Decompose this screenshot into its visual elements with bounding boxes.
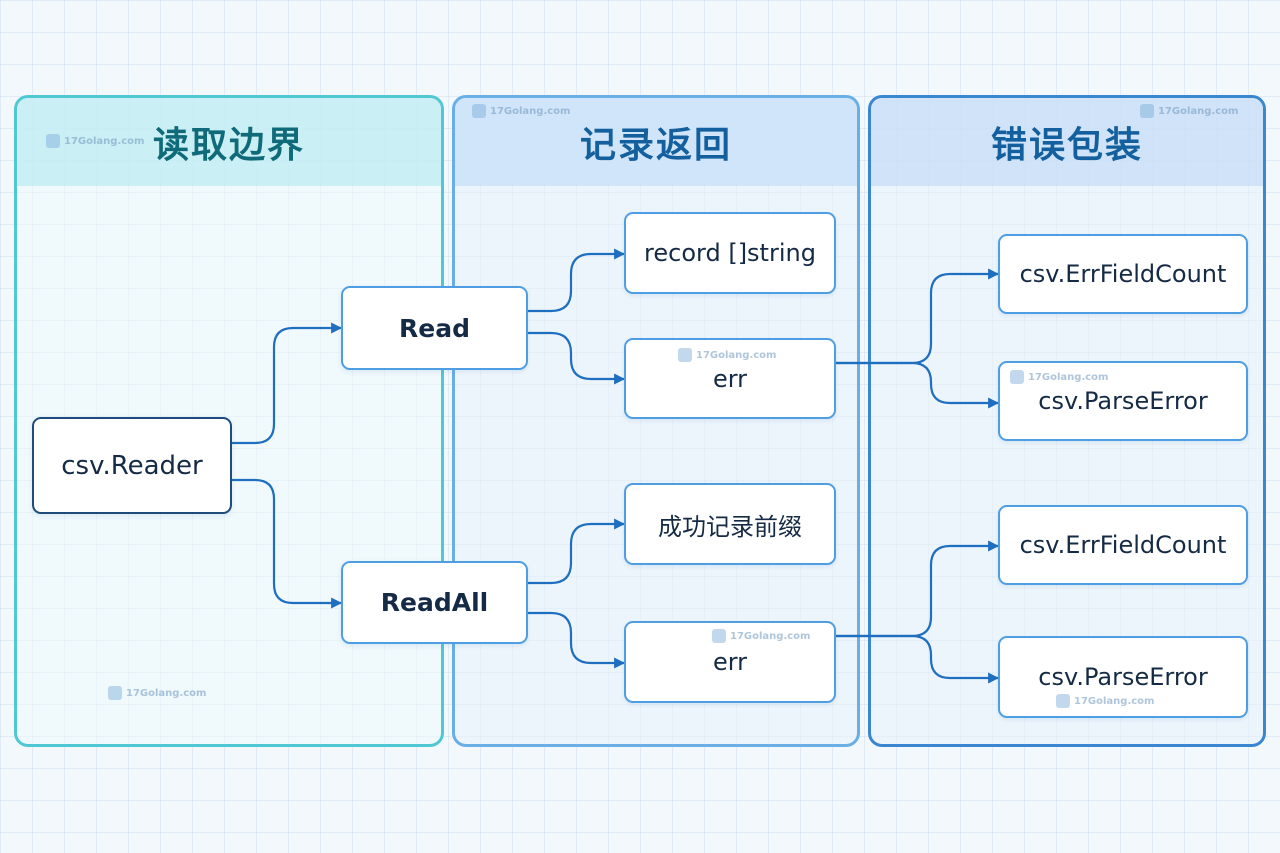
watermark-logo-icon <box>108 686 122 700</box>
watermark-logo-icon <box>46 134 60 148</box>
watermark-logo-icon <box>678 348 692 362</box>
watermark: 17Golang.com <box>472 104 570 118</box>
panel-read-boundary-title: 读取边界 <box>17 98 441 186</box>
arrow-err2-errfield <box>836 540 1000 638</box>
node-parseerror-2: csv.ParseError <box>998 636 1248 718</box>
watermark: 17Golang.com <box>108 686 206 700</box>
arrow-read-record <box>528 248 626 313</box>
arrow-reader-readall <box>232 478 343 609</box>
node-csv-reader: csv.Reader <box>32 417 232 514</box>
watermark-logo-icon <box>712 629 726 643</box>
watermark-logo-icon <box>1010 370 1024 384</box>
node-readall-err: err <box>624 621 836 703</box>
arrow-read-err <box>528 331 626 385</box>
watermark: 17Golang.com <box>1010 370 1108 384</box>
node-errfieldcount-1: csv.ErrFieldCount <box>998 234 1248 314</box>
arrow-readall-err <box>528 611 626 669</box>
arrow-reader-read <box>232 322 343 445</box>
node-errfieldcount-2: csv.ErrFieldCount <box>998 505 1248 585</box>
watermark: 17Golang.com <box>678 348 776 362</box>
node-read: Read <box>341 286 528 370</box>
watermark-logo-icon <box>1140 104 1154 118</box>
watermark-logo-icon <box>1056 694 1070 708</box>
panel-record-return-title: 记录返回 <box>455 98 857 186</box>
node-record-string: record []string <box>624 212 836 294</box>
node-success-prefix: 成功记录前缀 <box>624 483 836 565</box>
watermark: 17Golang.com <box>1140 104 1238 118</box>
watermark-logo-icon <box>472 104 486 118</box>
watermark: 17Golang.com <box>46 134 144 148</box>
arrow-err1-parse <box>836 361 1000 409</box>
node-read-err: err <box>624 338 836 419</box>
node-readall: ReadAll <box>341 561 528 644</box>
node-parseerror-1: csv.ParseError <box>998 361 1248 441</box>
arrow-readall-prefix <box>528 518 626 585</box>
watermark: 17Golang.com <box>1056 694 1154 708</box>
watermark: 17Golang.com <box>712 629 810 643</box>
arrow-err1-errfield <box>836 268 1000 365</box>
panel-error-wrap-title: 错误包装 <box>871 98 1263 186</box>
arrow-err2-parse <box>836 634 1000 684</box>
